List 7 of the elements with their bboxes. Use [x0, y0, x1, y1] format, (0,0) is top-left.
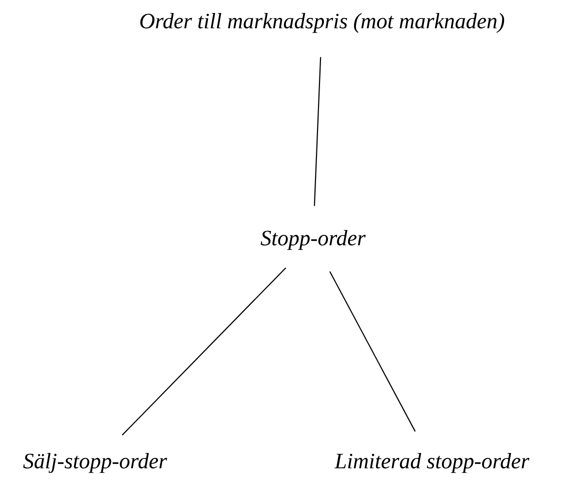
node-label: Order till marknadspris (mot marknaden)	[140, 13, 504, 33]
connector-line	[122, 267, 286, 436]
connector-line	[329, 271, 416, 432]
connector-line	[314, 57, 322, 206]
node-label: Stopp-order	[260, 230, 366, 250]
node-label: Sälj-stopp-order	[23, 453, 168, 473]
node-label: Limiterad stopp-order	[334, 453, 530, 473]
